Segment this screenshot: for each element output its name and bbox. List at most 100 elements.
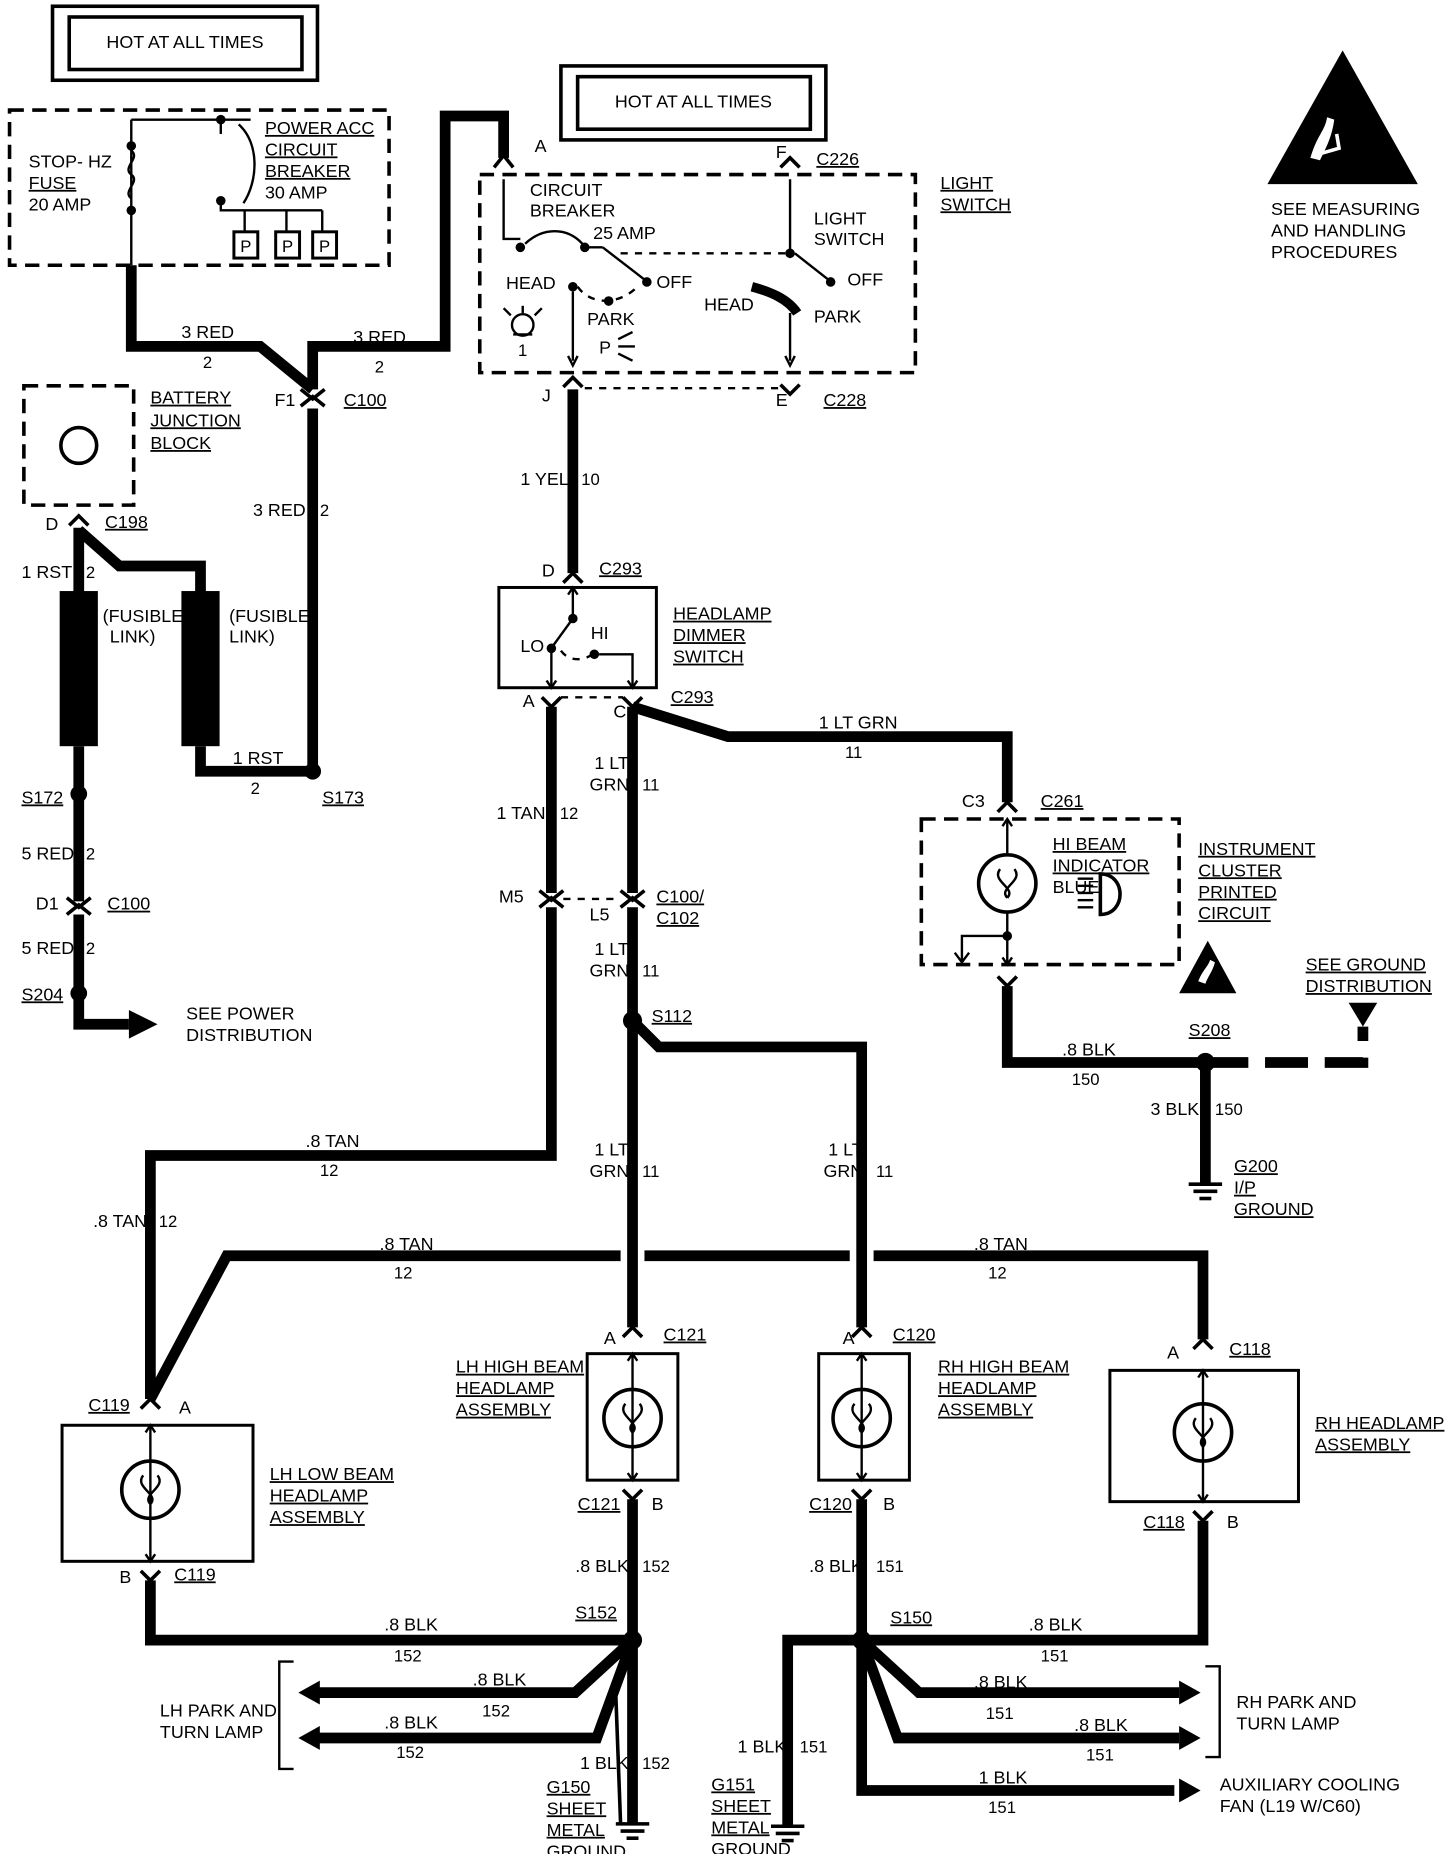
lh-high-conn-b: C121 [578, 1494, 621, 1514]
lh-park-1: LH PARK AND [160, 1700, 277, 1720]
pin-m5: M5 [499, 887, 524, 907]
fusible-link-2 [181, 591, 220, 747]
amp-25: 25 AMP [593, 223, 656, 243]
headlamp-icon [502, 305, 543, 337]
ground-dist-1: SEE GROUND [1306, 955, 1426, 975]
fan-label-1: AUXILIARY COOLING [1220, 1774, 1400, 1794]
conn-c100-c102-2: C102 [656, 908, 699, 928]
ground-g150-icon [615, 1822, 650, 1840]
lh-high-beam-assembly [585, 1351, 680, 1483]
ground-dist-2: DISTRIBUTION [1306, 976, 1432, 996]
lh-w1-label: .8 BLK [473, 1669, 527, 1689]
park-p-label: P [599, 338, 611, 358]
hot-at-all-times-box-2: HOT AT ALL TIMES [559, 64, 828, 142]
wire-tan1-label: 1 TAN [496, 803, 545, 823]
dimmer-lo: LO [520, 636, 544, 656]
circuit-breaker-2: BREAKER [530, 200, 616, 220]
lh-high-title-1: LH HIGH BEAM [456, 1357, 584, 1377]
connector-j-icon [562, 374, 584, 389]
ground-distribution-arrow-icon [1348, 1002, 1378, 1027]
wire-tan8b-num: 12 [159, 1212, 178, 1231]
rh-park-2: TURN LAMP [1236, 1714, 1339, 1734]
hot-label-1: HOT AT ALL TIMES [106, 32, 263, 52]
wire-blk1-151-label: 1 BLK [738, 1736, 787, 1756]
ground-g200-icon [1188, 1182, 1223, 1201]
g150-2: SHEET [547, 1798, 607, 1818]
lh-high-pin-b: B [652, 1494, 664, 1514]
wire-red5a-num: 2 [86, 845, 95, 864]
lh-park-arrow-2-icon [298, 1726, 320, 1750]
rh-high-conn-b: C120 [809, 1494, 852, 1514]
splice-s173 [304, 762, 322, 780]
pin-d1: D1 [36, 894, 59, 914]
rh-w2-num: 151 [1086, 1746, 1114, 1765]
wire-red-left-label: 3 RED [181, 322, 234, 342]
indicator-3: BLUE [1053, 877, 1100, 897]
rh-bulb-icon [1172, 1401, 1234, 1463]
wire-red5a-label: 5 RED [21, 844, 74, 864]
lh-high-pin-a: A [604, 1328, 616, 1348]
wire-blk1-151-num: 151 [800, 1737, 828, 1756]
connector-l5-icon [619, 889, 646, 909]
rh-title-1: RH HEADLAMP [1315, 1413, 1444, 1433]
wire-red-left [125, 265, 317, 394]
wire-blk151b-label: .8 BLK [1029, 1615, 1083, 1635]
esd-small-icon [1179, 940, 1237, 994]
splice-s152-label: S152 [575, 1603, 617, 1623]
dimmer-title-3: SWITCH [673, 647, 744, 667]
lh-low-pin-a: A [179, 1397, 191, 1417]
battery-label-2: JUNCTION [150, 410, 240, 430]
rh-pin-b: B [1227, 1512, 1239, 1532]
wire-blk3-label: 3 BLK [1150, 1099, 1199, 1119]
dimmer-title-1: HEADLAMP [673, 604, 771, 624]
wire-blk150-label: .8 BLK [1062, 1039, 1116, 1059]
g151-3: METAL [711, 1817, 769, 1837]
wire-red5b-num: 2 [86, 939, 95, 958]
rh-high-title-3: ASSEMBLY [938, 1400, 1033, 1420]
lh-low-title-1: LH LOW BEAM [270, 1464, 394, 1484]
connector-c198-icon [67, 513, 90, 527]
wire-tan8c-label: .8 TAN [380, 1234, 434, 1254]
wire-ltgrn4-label-2: GRN [823, 1161, 863, 1181]
wire-red-right-num: 2 [375, 358, 384, 377]
cluster-title-1: INSTRUMENT [1198, 839, 1315, 859]
instrument-cluster: HI BEAM INDICATOR BLUE [919, 816, 1181, 967]
wire-ltgrn1-label-2: GRN [590, 774, 630, 794]
wire-blk1-152-label: 1 BLK [580, 1753, 629, 1773]
wire-red-vert-num: 2 [320, 501, 329, 520]
conn-c100-top: C100 [344, 390, 387, 410]
pin-j: J [542, 385, 551, 405]
wire-tan8d-num: 12 [988, 1263, 1007, 1282]
g200-2: I/P [1234, 1178, 1256, 1198]
pin-e: E [776, 390, 788, 410]
wire-blk152b-label: .8 BLK [384, 1615, 438, 1635]
esd-warning-icon [1267, 50, 1418, 185]
rh-high-conn: C120 [893, 1325, 936, 1345]
cluster-conn-c261: C261 [1041, 791, 1084, 811]
wire-ltgrn-h-label: 1 LT GRN [819, 712, 898, 732]
cluster-title-2: CLUSTER [1198, 860, 1282, 880]
wire-red-vert-label: 3 RED [253, 500, 306, 520]
conn-c226: C226 [816, 149, 859, 169]
wire-ltgrn1-num: 11 [642, 775, 659, 794]
off-label-1: OFF [656, 272, 692, 292]
fan-label-2: FAN (L19 W/C60) [1220, 1796, 1361, 1816]
wire-ltgrn-to-rh-high [628, 1016, 868, 1328]
hi-beam-symbol-icon [1077, 872, 1122, 917]
fusible-2-line-1: (FUSIBLE [229, 606, 310, 626]
cluster-title-3: PRINTED [1198, 882, 1277, 902]
pin-l5: L5 [590, 904, 610, 924]
rh-park-1: RH PARK AND [1236, 1692, 1356, 1712]
wire-red5b-label: 5 RED [21, 938, 74, 958]
fuse-block: STOP- HZ FUSE 20 AMP P P P POWER ACC CIR… [7, 108, 391, 268]
wire-tan8-label: .8 TAN [306, 1131, 360, 1151]
fan-w-label: 1 BLK [979, 1767, 1028, 1787]
hot-at-all-times-box-1: HOT AT ALL TIMES [50, 4, 320, 83]
esd-note-line-3: PROCEDURES [1271, 242, 1397, 262]
rh-headlamp-assembly [1108, 1368, 1300, 1504]
wire-tan-to-lh-low [145, 907, 557, 1400]
rh-w2-label: .8 BLK [1074, 1715, 1128, 1735]
lh-low-conn: C119 [88, 1395, 129, 1415]
arrow-right-icon [128, 1009, 158, 1039]
wire-yel-label: 1 YEL [520, 469, 568, 489]
